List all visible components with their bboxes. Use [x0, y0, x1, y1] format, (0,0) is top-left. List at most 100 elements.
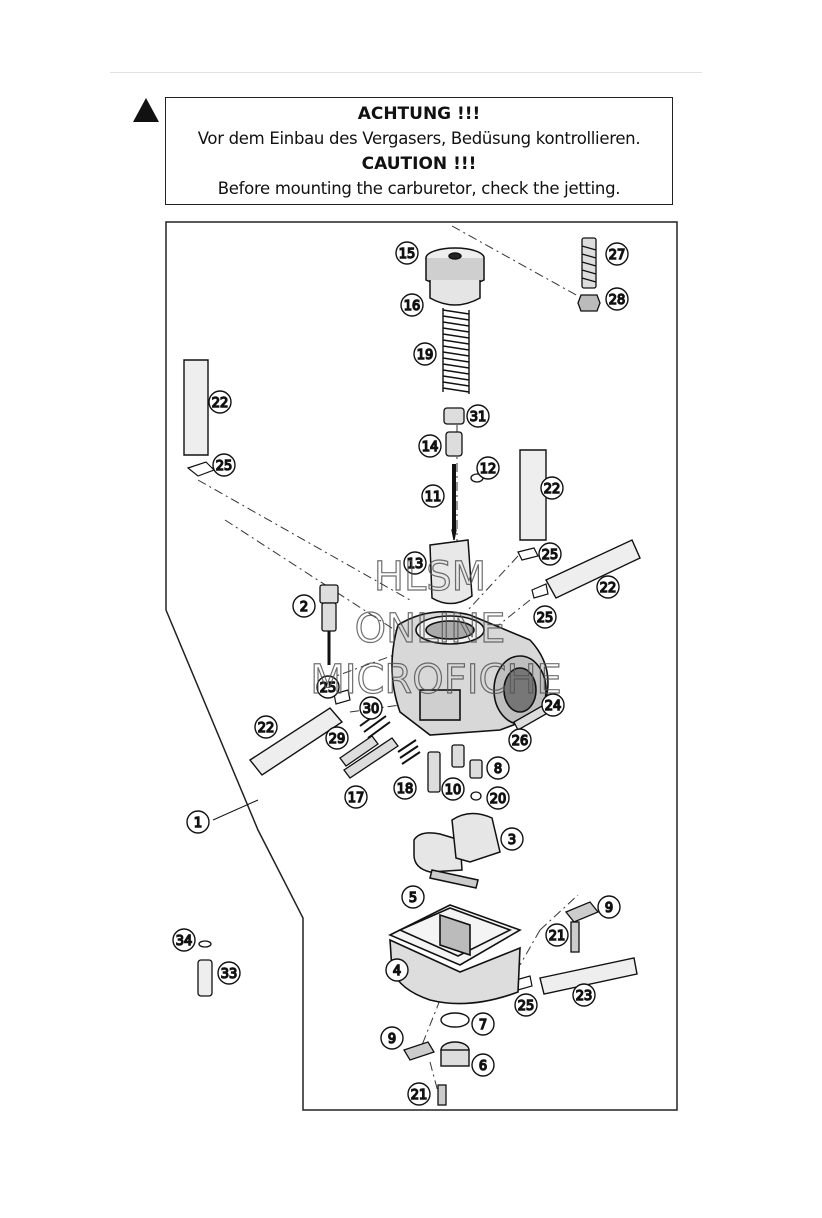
callout-18 — [393, 776, 417, 800]
vent-hoses — [183, 359, 641, 995]
callout-label-12: 12 — [480, 462, 497, 477]
callout-label-6: 6 — [479, 1059, 487, 1074]
callout-25a — [212, 453, 236, 477]
callout-label-22c: 22 — [600, 581, 617, 596]
callout-8 — [486, 756, 510, 780]
air-screw — [319, 584, 339, 665]
callout-label-25e: 25 — [518, 999, 535, 1014]
warning-triangle-icon — [133, 98, 159, 122]
callout-27 — [605, 242, 629, 266]
callout-label-21a: 21 — [549, 929, 566, 944]
callout-label-16: 16 — [404, 299, 421, 314]
callout-13 — [403, 551, 427, 575]
hose-clips — [186, 461, 549, 991]
float — [413, 812, 501, 889]
callout-28 — [605, 287, 629, 311]
callout-label-22a: 22 — [212, 396, 229, 411]
callout-label-10: 10 — [445, 783, 462, 798]
callout-label-2: 2 — [300, 600, 308, 615]
callout-21a — [545, 923, 569, 947]
callout-label-9a: 9 — [605, 901, 613, 916]
callout-label-7: 7 — [479, 1018, 487, 1033]
adjustment-screws — [339, 705, 547, 779]
callout-label-18: 18 — [397, 782, 414, 797]
callout-label-8: 8 — [494, 762, 502, 777]
watermark: HLSM ONLINE MICROFICHE — [310, 553, 563, 703]
callout-25d — [316, 675, 340, 699]
callout-24 — [541, 693, 565, 717]
callout-22b — [540, 476, 564, 500]
callout-2 — [292, 594, 316, 618]
callout-label-23: 23 — [576, 989, 593, 1004]
callout-label-13: 13 — [407, 557, 424, 572]
callout-label-25c: 25 — [537, 611, 554, 626]
callout-label-25b: 25 — [542, 548, 559, 563]
callout-34 — [172, 928, 196, 952]
float-bowl — [388, 904, 522, 1005]
callout-21b — [407, 1082, 431, 1106]
callout-29 — [325, 726, 349, 750]
callout-3 — [500, 827, 524, 851]
callout-33 — [217, 961, 241, 985]
callout-label-4: 4 — [393, 964, 401, 979]
callout-label-28: 28 — [609, 293, 626, 308]
callout-label-22d: 22 — [258, 721, 275, 736]
carburetor-body — [391, 610, 549, 736]
callout-10 — [441, 777, 465, 801]
guide-lines — [197, 225, 597, 1093]
callout-23 — [572, 983, 596, 1007]
callout-19 — [413, 342, 437, 366]
bowl-brackets — [403, 901, 600, 1106]
throttle-slide — [429, 539, 473, 605]
callout-26 — [508, 728, 532, 752]
callout-6 — [471, 1053, 495, 1077]
callout-label-15: 15 — [399, 247, 416, 262]
callout-label-19: 19 — [417, 348, 434, 363]
callout-label-9b: 9 — [388, 1032, 396, 1047]
callout-25e — [514, 993, 538, 1017]
callout-label-3: 3 — [508, 833, 516, 848]
caution-notice: ACHTUNG !!! Vor dem Einbau des Vergasers… — [165, 97, 673, 205]
callout-9b — [380, 1026, 404, 1050]
callout-16 — [400, 293, 424, 317]
callout-15 — [395, 241, 419, 265]
callout-31 — [466, 404, 490, 428]
callout-7 — [471, 1012, 495, 1036]
callout-label-31: 31 — [470, 410, 487, 425]
callout-label-24: 24 — [545, 699, 562, 714]
callout-4 — [385, 958, 409, 982]
callout-label-33: 33 — [221, 967, 238, 982]
callout-label-1: 1 — [194, 816, 202, 831]
notice-text-en: Before mounting the carburetor, check th… — [217, 179, 621, 198]
callout-label-29: 29 — [329, 732, 346, 747]
callout-25b — [538, 542, 562, 566]
callout-label-34: 34 — [176, 934, 193, 949]
callouts: 1 2 3 4 5 6 7 8 9 9 10 11 12 13 14 15 16… — [172, 241, 629, 1106]
callout-11 — [421, 484, 445, 508]
callout-22c — [596, 575, 620, 599]
callout-label-14: 14 — [422, 440, 439, 455]
callout-label-30: 30 — [363, 702, 380, 717]
callout-label-20: 20 — [490, 792, 507, 807]
callout-label-22b: 22 — [544, 482, 561, 497]
callout-14 — [418, 434, 442, 458]
callout-label-26: 26 — [512, 734, 529, 749]
leader-1 — [212, 799, 259, 821]
callout-12 — [476, 456, 500, 480]
carburetor-top-cap — [425, 247, 485, 306]
callout-label-25a: 25 — [216, 459, 233, 474]
callout-label-17: 17 — [348, 791, 365, 806]
adjusting-screw — [577, 237, 601, 312]
callout-label-25d: 25 — [320, 681, 337, 696]
callout-label-11: 11 — [425, 490, 442, 505]
watermark-line-1: HLSM — [374, 554, 486, 600]
watermark-line-3: MICROFICHE — [310, 657, 562, 703]
notice-text-de: Vor dem Einbau des Vergasers, Bedüsung k… — [197, 129, 641, 148]
callout-22d — [254, 715, 278, 739]
notice-heading-en: CAUTION !!! — [361, 154, 477, 174]
needle-assembly — [443, 407, 484, 541]
notice-heading-de: ACHTUNG !!! — [357, 104, 481, 124]
callout-17 — [344, 785, 368, 809]
pin-and-ring — [197, 940, 213, 997]
